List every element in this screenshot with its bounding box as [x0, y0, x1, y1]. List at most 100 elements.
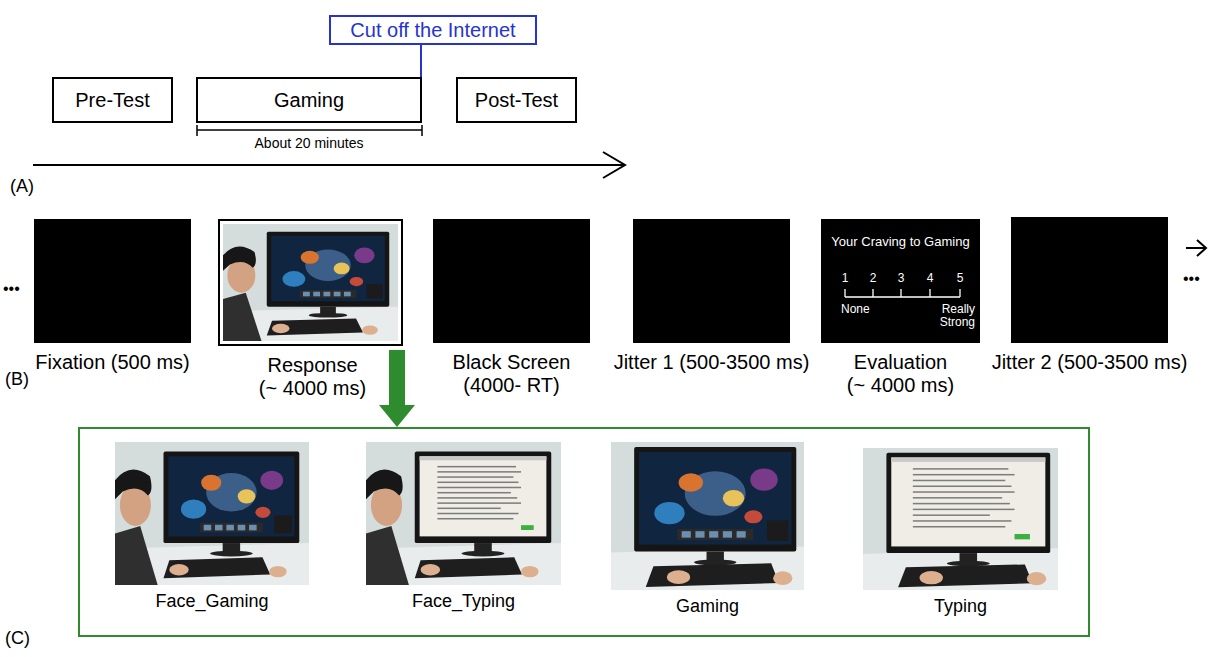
- illustration-part: [366, 442, 561, 585]
- illustration-part: [437, 466, 516, 468]
- illustration-part: [437, 497, 517, 499]
- illustration-part: [204, 525, 212, 531]
- illustration-part: [750, 469, 777, 491]
- time-axis: [33, 164, 624, 166]
- trial-screen: Fixation (500 ms): [34, 219, 191, 343]
- illustration-part: [223, 293, 262, 341]
- illustration-part: [913, 485, 1012, 487]
- caption: Face_Gaming: [112, 591, 312, 612]
- box-label: Pre-Test: [75, 89, 149, 112]
- duration-bracket: [197, 129, 422, 131]
- illustration-part: [366, 470, 403, 500]
- trial-screen: Jitter 2 (500-3500 ms): [1011, 217, 1168, 343]
- illustration-part: [238, 525, 246, 531]
- caption: Fixation (500 ms): [13, 351, 213, 374]
- illustration-part: [863, 448, 1058, 590]
- ellipsis: •••: [1183, 270, 1200, 288]
- panel-label: (B): [5, 369, 29, 390]
- illustration-part: [115, 470, 151, 500]
- illustration-part: [913, 474, 1015, 476]
- illustration-part: [366, 526, 409, 585]
- axis-arrowhead: [603, 152, 625, 178]
- illustration-part: [271, 236, 385, 302]
- illustration-part: [210, 551, 253, 557]
- illustration-part: [334, 263, 350, 275]
- illustration-part: [274, 516, 292, 534]
- illustration-part: [920, 571, 943, 584]
- caption: Face_Typing: [364, 591, 564, 612]
- scale-label: 1: [835, 272, 855, 285]
- scale-label: 5: [950, 272, 970, 285]
- caption: Jitter 2 (500-3500 ms): [990, 351, 1190, 374]
- illustration-part: [226, 525, 234, 531]
- illustration-part: [462, 551, 505, 557]
- illustration-part: [913, 468, 1009, 470]
- illustration-part: [737, 531, 746, 537]
- illustration-part: [634, 447, 796, 552]
- illustration-part: [872, 289, 873, 297]
- illustration-part: [913, 520, 1012, 522]
- illustration-part: [421, 564, 441, 575]
- illustration-part: [223, 247, 256, 271]
- illustration-part: [898, 564, 1033, 587]
- illustration-part: [164, 557, 271, 578]
- illustration-part: [900, 289, 901, 297]
- illustration-part: [354, 247, 374, 263]
- illustration-part: [891, 457, 1045, 546]
- illustration-part: [929, 289, 930, 297]
- illustration-part: [863, 548, 1058, 590]
- illustration-part: [913, 514, 990, 516]
- illustration-part: [913, 526, 1005, 528]
- illustration-part: [611, 547, 804, 590]
- connector: [379, 350, 415, 427]
- bracket-tick: [196, 125, 198, 136]
- illustration-part: [639, 452, 791, 545]
- trial-screen: Jitter 1 (500-3500 ms): [633, 219, 790, 343]
- illustration-part: [269, 566, 286, 577]
- illustration-part: [223, 224, 398, 341]
- illustration-part: [959, 289, 960, 297]
- stimulus-photo: Face_Typing: [366, 442, 561, 585]
- illustration-part: [168, 456, 294, 536]
- scale-question: Your Craving to Gaming: [821, 235, 980, 249]
- box-label: Gaming: [274, 89, 344, 112]
- illustration-part: [115, 526, 158, 585]
- scale-label: 2: [863, 272, 883, 285]
- illustration-part: [223, 224, 398, 341]
- illustration-part: [367, 284, 383, 298]
- illustration-part: [362, 325, 378, 334]
- illustration-part: [773, 571, 792, 585]
- illustration-part: [115, 442, 309, 585]
- illustration-part: [611, 442, 804, 590]
- trial-screen: Black Screen (4000- RT): [433, 219, 590, 343]
- illustration-part: [521, 525, 534, 530]
- stimulus-photo: Typing: [863, 448, 1058, 590]
- phase-box: Pre-Test: [52, 77, 173, 123]
- illustration-part: [437, 471, 521, 473]
- illustration-part: [1015, 534, 1030, 539]
- illustration-part: [844, 289, 845, 297]
- scale-label: 3: [891, 272, 911, 285]
- illustration-part: [249, 525, 257, 531]
- illustration-part: [272, 324, 290, 333]
- illustration-part: [437, 476, 513, 478]
- illustration-part: [667, 570, 690, 584]
- illustration-part: [682, 531, 691, 537]
- illustration-part: [709, 531, 718, 537]
- illustration-part: [723, 531, 732, 537]
- illustration-part: [863, 448, 1058, 590]
- continue-arrow: [1186, 247, 1205, 249]
- illustration-part: [201, 475, 221, 491]
- scale-label: Really Strong: [919, 303, 975, 329]
- illustration-part: [350, 277, 364, 286]
- illustration-part: [255, 507, 270, 518]
- caption: Black Screen (4000- RT): [412, 351, 612, 397]
- illustration-part: [437, 513, 518, 515]
- illustration-part: [164, 452, 300, 544]
- illustration-part: [169, 564, 188, 575]
- illustration-part: [420, 456, 547, 536]
- panel-label: (A): [10, 176, 34, 197]
- illustration-part: [300, 290, 357, 298]
- illustration-part: [863, 448, 1058, 590]
